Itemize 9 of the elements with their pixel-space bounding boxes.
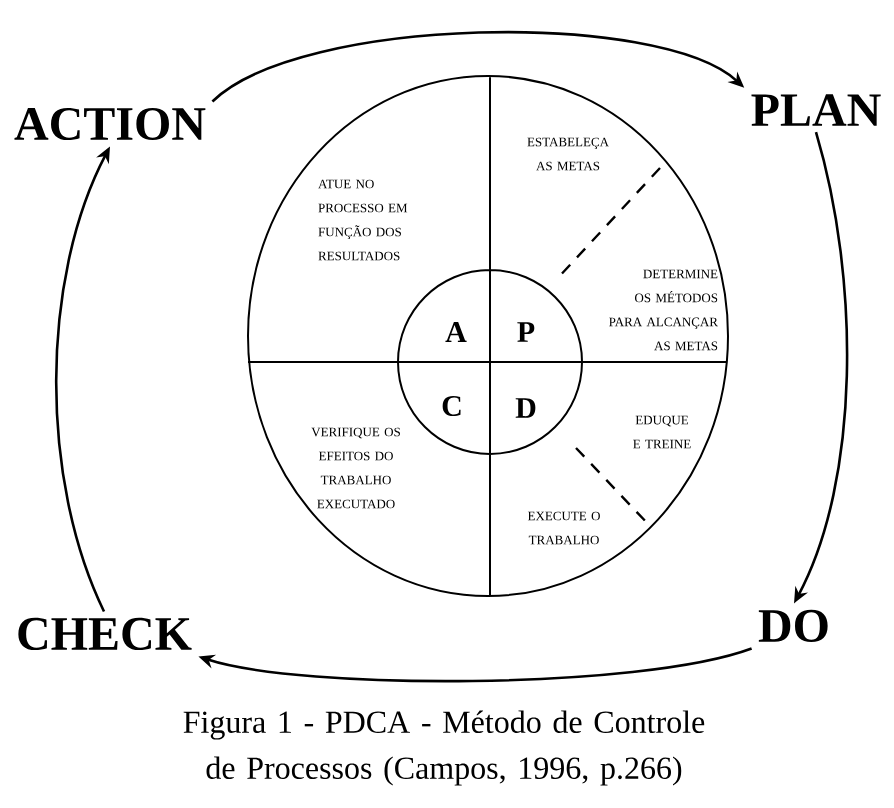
quadrant-letter: A — [445, 322, 467, 342]
phase-label: DO — [758, 609, 828, 643]
phase-label: PLAN — [751, 94, 881, 126]
quadrant-letter: C — [442, 395, 461, 417]
quadrant-letter: P — [517, 322, 535, 342]
phase-label: CHECK — [18, 617, 192, 651]
caption: Figura 1 - PDCA - Método de Controle de Processos (Campos, 1996, p.266) — [183, 710, 705, 786]
quadrant-letter: D — [515, 398, 536, 418]
phase-label: ACTION — [14, 107, 206, 141]
